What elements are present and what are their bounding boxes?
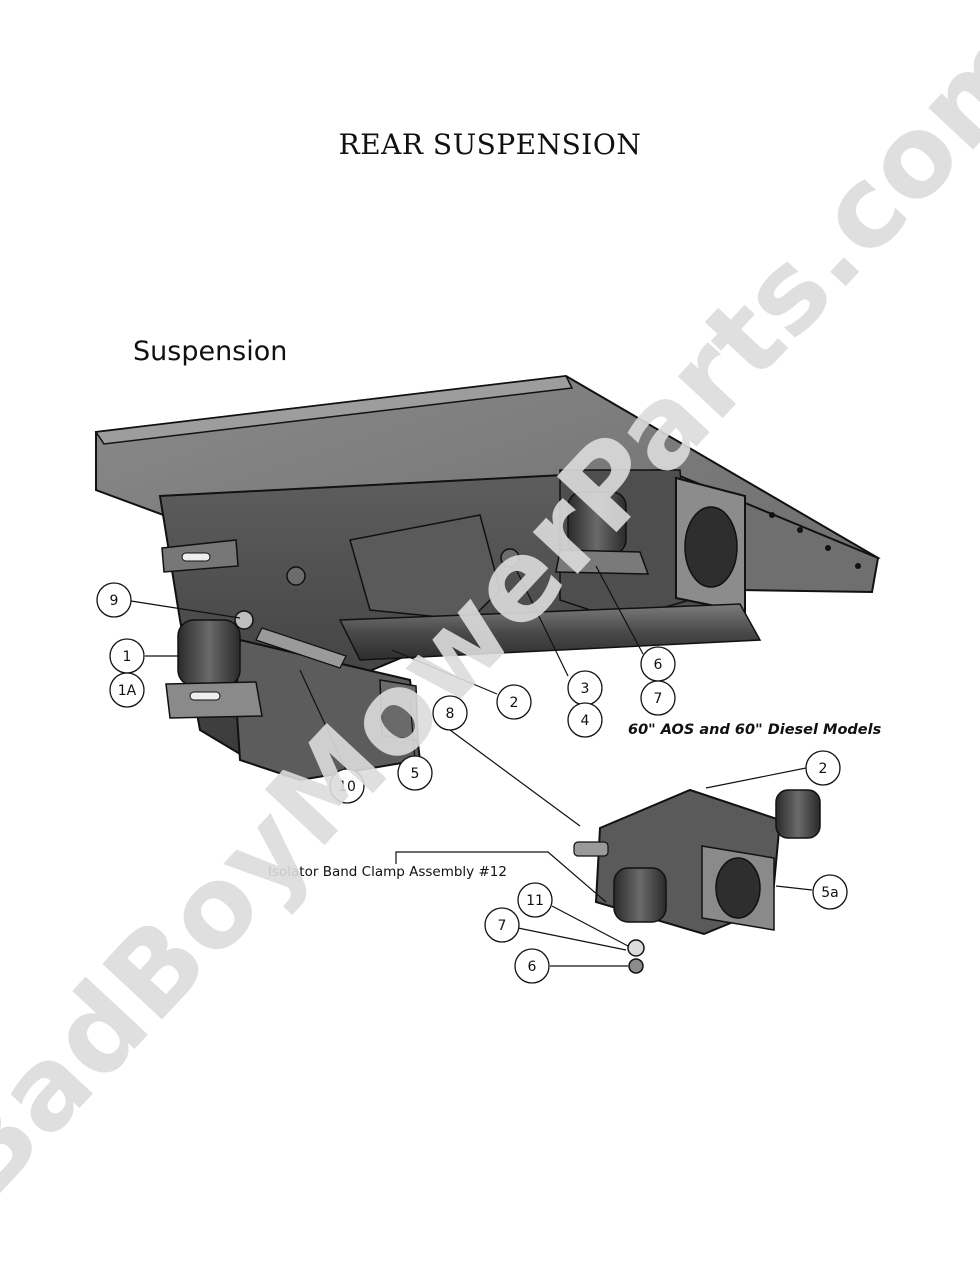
- svg-text:7: 7: [654, 691, 663, 707]
- duct-opening: [684, 506, 738, 588]
- svg-text:2: 2: [819, 761, 828, 777]
- svg-text:5: 5: [411, 766, 420, 782]
- callout-2: 2: [496, 684, 532, 720]
- grease-fitting: [500, 548, 520, 568]
- callout-1: 1: [109, 638, 145, 674]
- callout-5: 5: [397, 755, 433, 791]
- callout-10: 10: [329, 768, 365, 804]
- callout-8: 8: [432, 695, 468, 731]
- svg-text:9: 9: [110, 593, 119, 609]
- callout-9: 9: [96, 582, 132, 618]
- center-recess: [349, 514, 501, 621]
- callout-2-alt: 2: [805, 750, 841, 786]
- svg-text:11: 11: [526, 893, 544, 909]
- alt-duct-opening: [715, 857, 761, 919]
- svg-text:2: 2: [510, 695, 519, 711]
- svg-text:6: 6: [528, 959, 537, 975]
- isolator-bracket-right: [555, 549, 650, 575]
- flange-hole: [825, 545, 831, 551]
- arm-hub: [379, 679, 419, 741]
- alt-isolator-rear: [775, 789, 821, 839]
- callout-11: 11: [517, 882, 553, 918]
- front-isolator: [177, 619, 241, 687]
- clamp-leader: [395, 851, 607, 903]
- model-caption: 60" AOS and 60" Diesel Models: [628, 722, 882, 738]
- callout-7-alt: 7: [484, 907, 520, 943]
- callout-5a: 5a: [812, 874, 848, 910]
- svg-text:1A: 1A: [118, 683, 137, 699]
- svg-text:5a: 5a: [821, 885, 839, 901]
- callout-6: 6: [640, 646, 676, 682]
- callout-6-alt: 6: [514, 948, 550, 984]
- alt-suspension-assembly: [395, 788, 821, 974]
- clamp-label: Isolator Band Clamp Assembly #12: [268, 864, 507, 880]
- alt-nut: [628, 958, 644, 974]
- alt-washer: [627, 939, 645, 957]
- callout-1a: 1A: [109, 672, 145, 708]
- svg-text:6: 6: [654, 657, 663, 673]
- grease-fitting: [286, 566, 306, 586]
- tab-slot: [181, 552, 211, 562]
- flange-hole: [769, 512, 775, 518]
- flange-hole: [797, 527, 803, 533]
- svg-text:10: 10: [338, 779, 356, 795]
- bracket-slot: [189, 691, 221, 701]
- callout-3: 3: [567, 670, 603, 706]
- svg-text:3: 3: [581, 681, 590, 697]
- alt-isolator-front: [613, 867, 667, 923]
- flange-hole: [855, 563, 861, 569]
- section-title: Suspension: [133, 336, 288, 367]
- alt-pivot-shaft: [573, 841, 609, 857]
- svg-text:7: 7: [498, 918, 507, 934]
- svg-text:4: 4: [581, 713, 590, 729]
- cross-tube: [338, 603, 762, 661]
- deck-plate-edge: [94, 375, 574, 445]
- front-arm-assembly: [165, 610, 422, 782]
- rear-isolator-right: [567, 491, 627, 555]
- pin-bushing: [234, 610, 254, 630]
- callout-7: 7: [640, 680, 676, 716]
- page-title: REAR SUSPENSION: [338, 128, 642, 161]
- pivot-pin: [255, 627, 347, 669]
- svg-text:8: 8: [446, 706, 455, 722]
- svg-text:1: 1: [123, 649, 132, 665]
- leader-lines: [130, 564, 813, 967]
- callout-4: 4: [567, 702, 603, 738]
